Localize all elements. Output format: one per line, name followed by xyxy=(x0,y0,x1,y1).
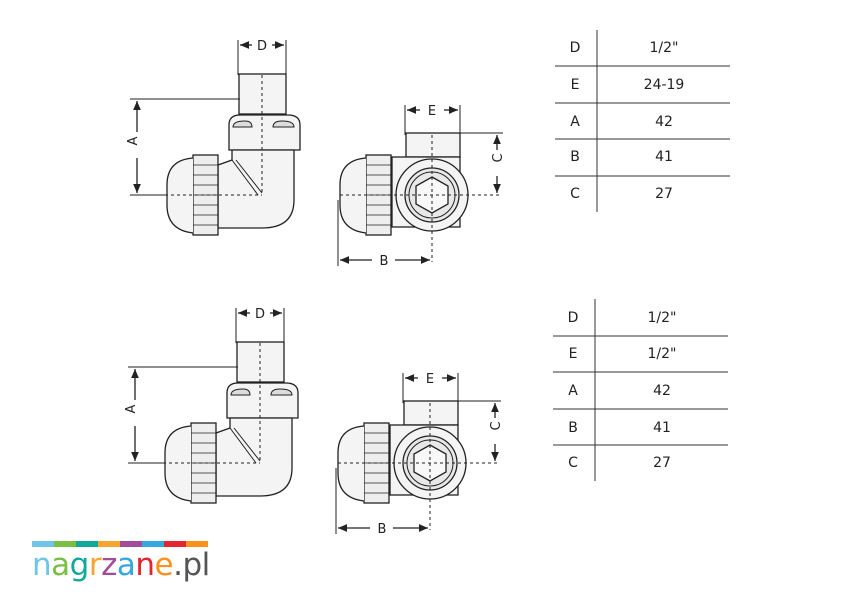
value: 1/2" xyxy=(649,40,679,56)
value: 42 xyxy=(653,383,671,399)
param: A xyxy=(568,383,578,399)
logo-bar xyxy=(186,541,208,547)
logo-suffix: .pl xyxy=(173,547,210,583)
label-d: D xyxy=(255,307,265,322)
value: 27 xyxy=(655,186,673,202)
logo-letter: a xyxy=(116,547,136,583)
logo-wordmark: nagrzane.pl xyxy=(32,549,210,581)
label-c: C xyxy=(489,421,504,430)
value: 1/2" xyxy=(647,346,677,362)
elbow-side-view xyxy=(130,40,301,236)
dimension-labels-bottom: D A E C B xyxy=(124,307,504,537)
logo-letter: g xyxy=(69,547,90,583)
param: A xyxy=(570,114,580,130)
param: D xyxy=(569,40,581,56)
label-d: D xyxy=(257,39,267,54)
logo-letter: e xyxy=(154,547,174,583)
elbow-front-view xyxy=(337,105,503,266)
label-a: A xyxy=(124,404,139,413)
param: C xyxy=(570,186,580,202)
label-c: C xyxy=(491,153,506,162)
label-e: E xyxy=(428,104,436,119)
logo-letter: n xyxy=(135,547,155,583)
dimension-labels-top: D A E C B xyxy=(126,39,506,269)
value: 41 xyxy=(653,420,671,436)
param: C xyxy=(568,455,578,471)
label-e: E xyxy=(426,372,434,387)
table-grid xyxy=(553,30,730,481)
param: D xyxy=(567,310,579,326)
value: 42 xyxy=(655,114,673,130)
logo-bar xyxy=(32,541,54,547)
logo-letter: n xyxy=(32,547,52,583)
param: E xyxy=(570,77,580,93)
logo-letter: r xyxy=(88,547,102,583)
label-b: B xyxy=(378,522,387,537)
label-a: A xyxy=(126,136,141,145)
logo-bar xyxy=(164,541,186,547)
nagrzane-logo: nagrzane.pl xyxy=(32,541,210,581)
bottom-drawing xyxy=(128,308,501,534)
label-b: B xyxy=(380,254,389,269)
logo-letter: a xyxy=(51,547,70,583)
logo-color-bars xyxy=(32,541,208,547)
logo-letter: z xyxy=(101,547,117,583)
value: 41 xyxy=(655,149,673,165)
value: 24-19 xyxy=(643,77,685,93)
param: B xyxy=(568,420,578,436)
param: E xyxy=(568,346,578,362)
param: B xyxy=(570,149,580,165)
logo-bar xyxy=(142,541,164,547)
logo-bar xyxy=(76,541,98,547)
value: 1/2" xyxy=(647,310,677,326)
value: 27 xyxy=(653,455,671,471)
logo-bar xyxy=(98,541,120,547)
logo-bar xyxy=(54,541,76,547)
logo-bar xyxy=(120,541,142,547)
